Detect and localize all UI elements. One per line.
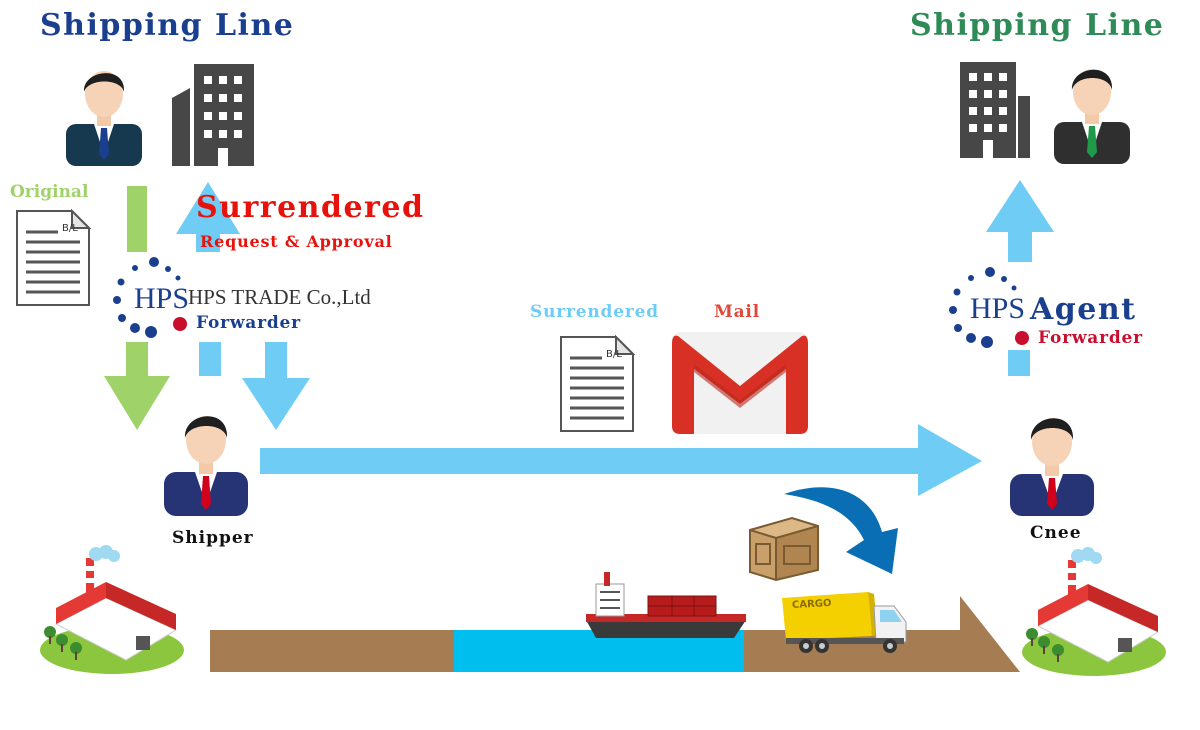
cnee-label: Cnee	[1030, 523, 1082, 543]
left-building-icon	[172, 64, 254, 166]
surrendered-request-title: Surrendered	[196, 190, 425, 225]
surrendered-bl-tag: B/L	[606, 349, 622, 360]
right-building-icon	[960, 62, 1030, 158]
hps-company-name: HPS TRADE Co.,Ltd	[188, 285, 371, 309]
original-label: Original	[10, 182, 89, 202]
hps-forwarder-label: Forwarder	[196, 313, 301, 333]
mail-label: Mail	[714, 302, 760, 322]
truck-cargo-text: CARGO	[791, 597, 832, 612]
shipper-person-icon	[164, 416, 248, 516]
cnee-person-icon	[1010, 418, 1094, 516]
svg-text:HPS: HPS	[970, 292, 1025, 325]
agent-red-dot-icon	[1015, 331, 1029, 345]
agent-hps-logo-icon: HPS	[949, 267, 1025, 348]
agent-title: Agent	[1030, 292, 1137, 327]
shipper-label: Shipper	[172, 528, 254, 548]
right-shipping-line-person-icon	[1054, 69, 1130, 164]
right-shipping-line-title: Shipping Line	[910, 8, 1165, 43]
agent-forwarder-label: Forwarder	[1038, 328, 1143, 348]
original-bl-tag: B/L	[62, 223, 78, 234]
surrendered-bl-document-icon	[560, 334, 636, 432]
gmail-icon	[672, 332, 808, 434]
cargo-truck-icon	[782, 592, 907, 653]
original-bl-document-icon	[16, 208, 92, 306]
surrendered-bl-label: Surrendered	[530, 302, 659, 322]
container-ship-icon	[586, 572, 746, 638]
hps-logo-icon: HPS	[113, 257, 189, 338]
left-factory-icon	[40, 545, 184, 674]
left-shipping-line-title: Shipping Line	[40, 8, 295, 43]
hps-red-dot-icon	[173, 317, 187, 331]
svg-text:HPS: HPS	[134, 282, 189, 315]
cargo-crate-icon	[749, 516, 819, 582]
surrendered-request-subtitle: Request & Approval	[200, 232, 393, 251]
right-factory-icon	[1022, 547, 1166, 676]
left-shipping-line-person-icon	[66, 71, 142, 166]
